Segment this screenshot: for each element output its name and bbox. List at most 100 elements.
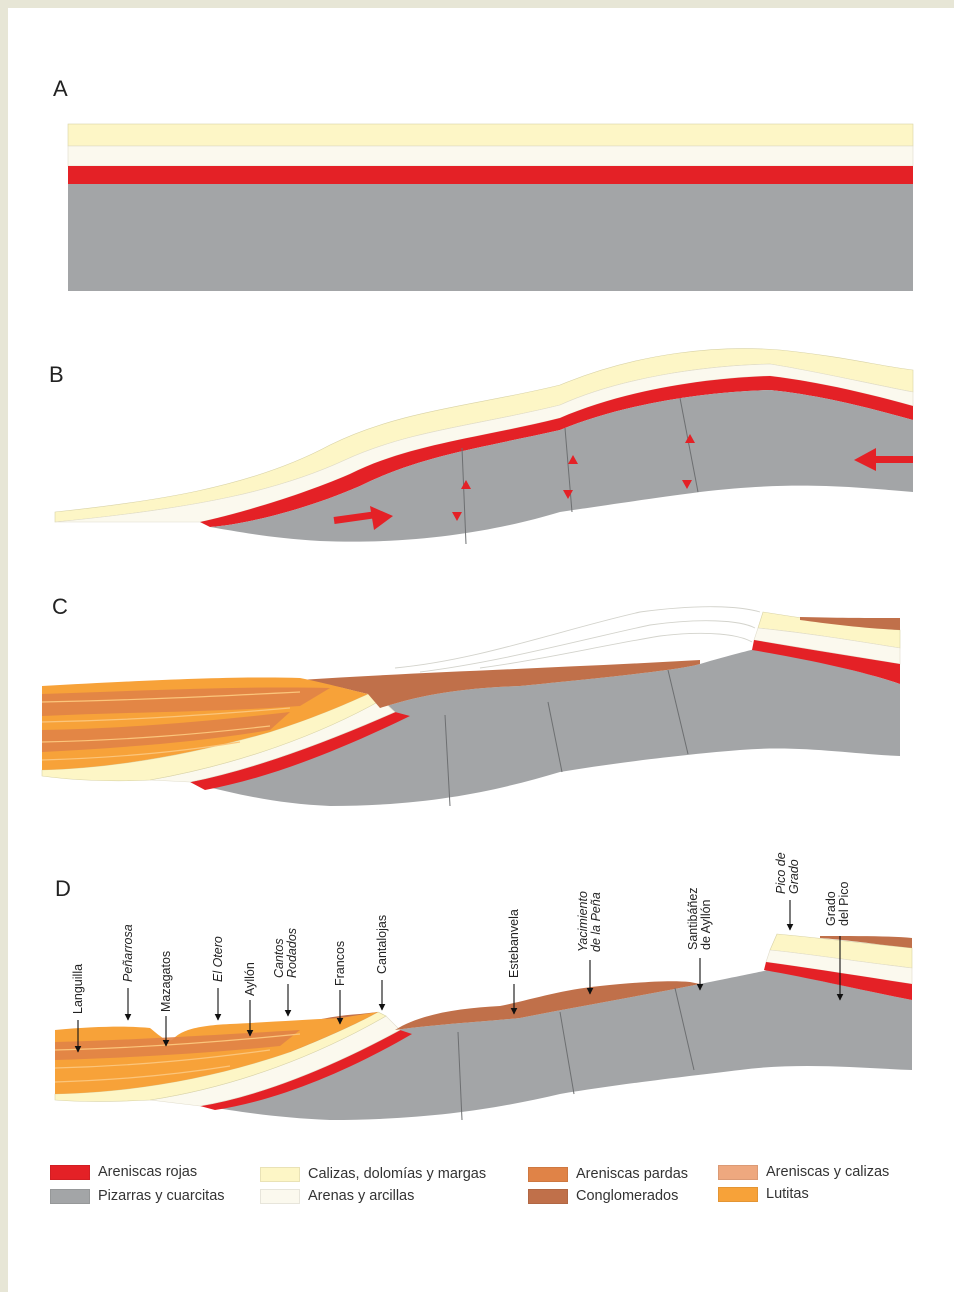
place-label: Gradodel Pico (824, 881, 851, 926)
eroded-layers-outline (479, 632, 753, 669)
place-label-line: del Pico (837, 881, 851, 926)
place-label: Yacimientode la Peña (576, 891, 603, 952)
section-c (41, 606, 901, 807)
compression-arrow-right (854, 448, 913, 471)
place-label-line: Mazagatos (159, 951, 173, 1012)
place-label-line: Peñarrosa (121, 924, 135, 982)
place-label-line: Ayllón (243, 962, 257, 996)
layer-areniscas-rojas (764, 962, 912, 1000)
layer-areniscas-rojas (190, 712, 410, 790)
fault-line (457, 1031, 463, 1121)
layer-areniscas-pardas (55, 1030, 300, 1060)
panel-letter-c: C (52, 594, 68, 619)
layer-pizarras (68, 184, 913, 291)
place-label: Santibáñezde Ayllón (686, 887, 713, 950)
legend-item: Calizas, dolomías y margas (260, 1164, 486, 1184)
place-label: Francos (333, 941, 347, 986)
displacement-marker (461, 480, 471, 489)
fault-line (559, 1011, 575, 1095)
layer-areniscas-rojas (68, 166, 913, 184)
layer-conglomerados (820, 936, 912, 948)
fault-line (461, 447, 467, 545)
place-label: Peñarrosa (121, 924, 135, 982)
place-label-line: Grado (824, 891, 838, 926)
place-label-line: Santibáñez (686, 887, 700, 950)
legend-label: Lutitas (766, 1186, 809, 1202)
place-label-line: Cantos (272, 938, 286, 978)
place-label: Languilla (71, 964, 85, 1014)
layer-calizas (67, 123, 914, 147)
legend-label: Conglomerados (576, 1188, 679, 1204)
place-label-line: Yacimiento (576, 891, 590, 952)
legend-swatch (528, 1166, 568, 1182)
legend-item: Areniscas y calizas (718, 1162, 889, 1182)
legend-swatch (718, 1186, 758, 1202)
legend-label: Areniscas pardas (576, 1166, 689, 1182)
legend-item: Lutitas (718, 1184, 809, 1204)
legend-label: Pizarras y cuarcitas (98, 1188, 225, 1204)
location-arrows (74, 900, 844, 1053)
place-label-line: de la Peña (589, 892, 603, 952)
layer-pizarras (210, 390, 913, 542)
legend-item: Areniscas pardas (528, 1164, 688, 1184)
displacement-marker (685, 434, 695, 443)
legend-item: Pizarras y cuarcitas (50, 1186, 225, 1206)
layer-areniscas-rojas (200, 376, 913, 527)
lutita-streaks (54, 1033, 301, 1083)
fault-line (679, 397, 699, 493)
panel-letter-b: B (49, 362, 64, 387)
layer-pizarras (200, 648, 900, 806)
section-b (54, 348, 914, 545)
place-label: Mazagatos (159, 951, 173, 1012)
legend-swatch (718, 1164, 758, 1180)
eroded-layers-outline (394, 606, 761, 669)
place-label-line: Rodados (285, 928, 299, 978)
place-label: Pico deGrado (774, 852, 801, 894)
layer-lutitas (55, 1012, 378, 1094)
place-label-line: Grado (787, 859, 801, 894)
place-label-line: El Otero (211, 936, 225, 982)
layer-conglomerados (300, 660, 700, 708)
layer-pizarras (205, 970, 912, 1120)
legend-swatch (50, 1164, 90, 1180)
compression-arrow-left (333, 506, 393, 530)
lutita-streaks (41, 691, 301, 761)
fault-line (564, 427, 573, 513)
displacement-marker (568, 455, 578, 464)
fault-line (674, 987, 695, 1071)
place-label: Cantalojas (375, 915, 389, 974)
legend-item: Areniscas rojas (50, 1162, 197, 1182)
legend-label: Calizas, dolomías y margas (308, 1166, 487, 1182)
legend-swatch (260, 1188, 300, 1204)
legend-swatch (260, 1166, 300, 1182)
layer-areniscas-rojas (752, 640, 900, 684)
legend-label: Arenas y arcillas (308, 1188, 415, 1204)
legend-item: Arenas y arcillas (260, 1186, 414, 1206)
place-label: CantosRodados (272, 928, 299, 978)
section-a (67, 123, 914, 291)
layer-conglomerados (395, 981, 700, 1030)
place-label-line: Languilla (71, 964, 85, 1014)
layer-arenas (67, 145, 914, 167)
place-label-line: Pico de (774, 852, 788, 894)
displacement-marker (452, 512, 462, 521)
place-label: El Otero (211, 936, 225, 982)
place-label-line: de Ayllón (699, 899, 713, 950)
place-label: Ayllón (243, 962, 257, 996)
legend-swatch (528, 1188, 568, 1204)
place-label-line: Estebanvela (507, 909, 521, 978)
fault-line (667, 669, 689, 755)
eroded-layers-outline (419, 620, 756, 673)
layer-areniscas-pardas (42, 712, 290, 752)
legend: Areniscas rojas Pizarras y cuarcitas Cal… (50, 1160, 930, 1220)
panel-letter-d: D (55, 876, 71, 901)
fault-line (444, 714, 451, 807)
place-label: Estebanvela (507, 909, 521, 978)
legend-swatch (50, 1188, 90, 1204)
legend-label: Areniscas rojas (98, 1164, 198, 1180)
legend-item: Conglomerados (528, 1186, 678, 1206)
legend-label: Areniscas y calizas (766, 1164, 890, 1180)
